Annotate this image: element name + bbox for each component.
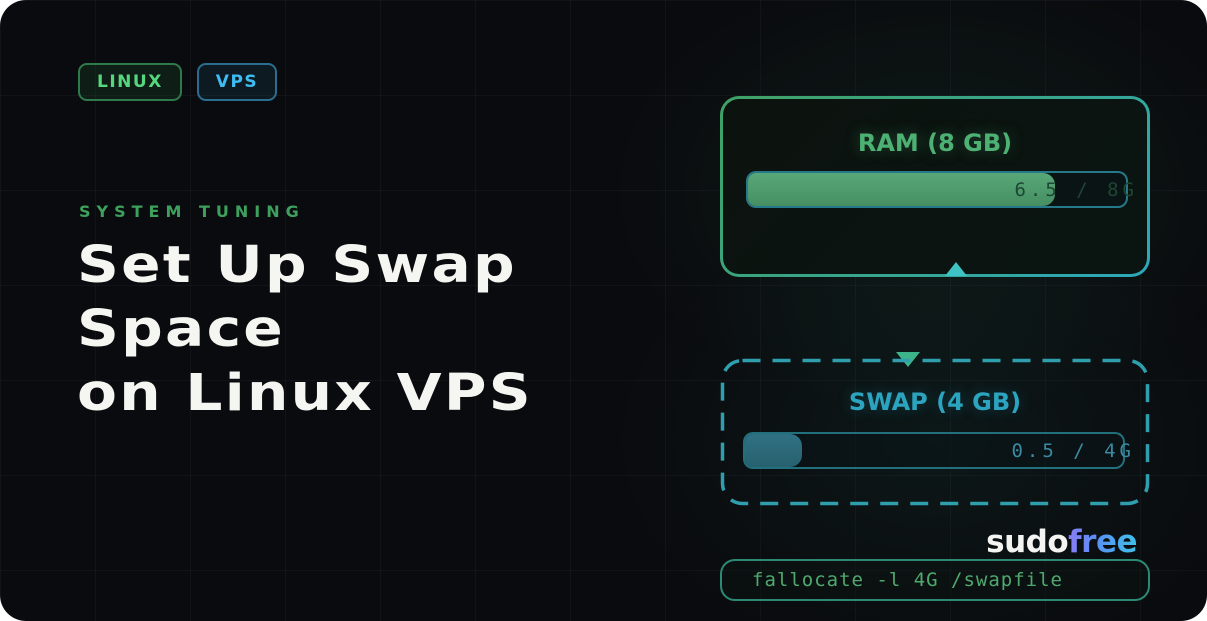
title-line-2: Space xyxy=(77,300,286,359)
arrow-up-icon xyxy=(945,262,967,276)
swap-usage-bar: 0.5 / 4G xyxy=(743,432,1131,469)
ram-title: RAM (8 GB) xyxy=(857,129,1013,157)
title-line-1: Set Up Swap xyxy=(77,236,517,295)
ram-panel-inner: RAM (8 GB) 6.5 / 8G xyxy=(723,99,1147,274)
ram-usage-fill xyxy=(748,173,1056,206)
title-line-3: on Linux VPS xyxy=(77,364,533,423)
brand-logo: sudofree xyxy=(986,524,1137,560)
badge-row: LINUX VPS xyxy=(78,63,278,102)
eyebrow-label: SYSTEM TUNING xyxy=(79,202,305,221)
badge-vps: VPS xyxy=(196,63,278,102)
swap-usage-fill xyxy=(745,434,802,467)
swap-title: SWAP (4 GB) xyxy=(848,388,1022,416)
badge-linux: LINUX xyxy=(78,63,182,102)
ram-usage-bar: 6.5 / 8G xyxy=(746,171,1134,208)
swap-usage-value: 0.5 / 4G xyxy=(1011,439,1135,462)
page-title: Set Up Swap Space on Linux VPS xyxy=(77,234,533,426)
swap-dashed-border xyxy=(720,358,1150,506)
ram-panel: RAM (8 GB) 6.5 / 8G xyxy=(720,96,1150,277)
brand-logo-free: free xyxy=(1068,524,1137,560)
swap-panel: SWAP (4 GB) 0.5 / 4G xyxy=(720,358,1150,506)
command-box: fallocate -l 4G /swapfile xyxy=(720,559,1150,601)
brand-logo-sudo: sudo xyxy=(986,524,1069,560)
ram-usage-value: 6.5 / 8G xyxy=(1014,178,1138,201)
command-text: fallocate -l 4G /swapfile xyxy=(752,569,1063,591)
